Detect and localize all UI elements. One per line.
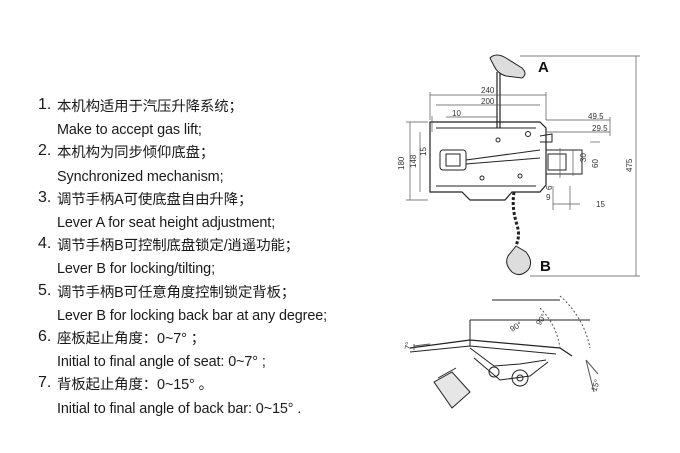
- spec-number: 6.: [38, 328, 52, 346]
- spec-text-english: Make to accept gas lift;: [57, 122, 202, 139]
- spec-item-5: 5. 调节手柄B可任意角度控制锁定背板； Lever B for locking…: [38, 282, 398, 328]
- spec-item-1: 1. 本机构适用于汽压升降系统； Make to accept gas lift…: [38, 96, 398, 142]
- lever-a-label: A: [538, 59, 549, 76]
- angle-seat-7: 7°: [403, 341, 413, 350]
- angle-90-outer: 90°: [534, 312, 548, 327]
- spec-number: 5.: [38, 281, 52, 299]
- angle-90-inner: 90°: [509, 320, 524, 334]
- lever-b-label: B: [540, 258, 551, 275]
- spec-item-3: 3. 调节手柄A可使底盘自由升降； Lever A for seat heigh…: [38, 189, 398, 235]
- dim-49-5: 49.5: [588, 112, 604, 121]
- spec-list: 1. 本机构适用于汽压升降系统； Make to accept gas lift…: [38, 96, 398, 421]
- technical-drawing: A B 240 200 10 49.5 29.5 15 9 180 148 15…: [385, 40, 675, 450]
- dimension-lines: [406, 55, 640, 277]
- side-view: [409, 295, 599, 409]
- spec-number: 2.: [38, 142, 52, 160]
- spec-item-2: 2. 本机构为同步倾仰底盘； Synchronized mechanism;: [38, 142, 398, 188]
- mechanism-plate: [429, 121, 583, 201]
- dim-10: 10: [452, 109, 461, 118]
- spec-text-chinese: 调节手柄B可任意角度控制锁定背板；: [57, 284, 296, 301]
- spec-number: 4.: [38, 235, 52, 253]
- dim-240: 240: [481, 86, 495, 95]
- dim-15: 15: [419, 147, 428, 156]
- spec-item-6: 6. 座板起止角度：0~7° ； Initial to final angle …: [38, 328, 398, 374]
- dim-6: 6: [545, 185, 554, 190]
- spec-number: 3.: [38, 188, 52, 206]
- dim-15b: 15: [596, 200, 605, 209]
- angle-back-15: 15°: [589, 378, 602, 392]
- dim-180: 180: [397, 156, 406, 170]
- spec-text-english: Lever A for seat height adjustment;: [57, 215, 276, 232]
- dim-30: 30: [579, 153, 588, 162]
- spec-item-7: 7. 背板起止角度：0~15° 。 Initial to final angle…: [38, 374, 398, 420]
- dim-200: 200: [481, 97, 495, 106]
- dim-29-5: 29.5: [592, 124, 608, 133]
- spec-text-english: Initial to final angle of back bar: 0~15…: [57, 400, 302, 417]
- spec-text-chinese: 背板起止角度：0~15° 。: [57, 377, 213, 394]
- lever-a: [489, 54, 526, 128]
- spec-text-english: Lever B for locking back bar at any degr…: [57, 307, 328, 324]
- spec-text-chinese: 本机构适用于汽压升降系统；: [57, 99, 243, 115]
- dim-475: 475: [625, 158, 634, 172]
- spec-text-chinese: 调节手柄A可使底盘自由升降；: [57, 191, 253, 208]
- spec-text-english: Lever B for locking/tilting;: [57, 261, 215, 278]
- spec-text-chinese: 座板起止角度：0~7° ；: [57, 331, 205, 348]
- spec-number: 1.: [38, 96, 52, 113]
- spec-text-chinese: 调节手柄B可控制底盘锁定/逍遥功能；: [57, 238, 300, 255]
- mechanism-drawing-svg: A B 240 200 10 49.5 29.5 15 9 180 148 15…: [397, 54, 640, 409]
- spec-number: 7.: [38, 374, 52, 392]
- dim-60: 60: [591, 159, 600, 168]
- spec-text-english: Synchronized mechanism;: [57, 168, 224, 185]
- lever-b: [506, 191, 532, 276]
- spec-text-english: Initial to final angle of seat: 0~7° ;: [57, 354, 266, 371]
- spec-text-chinese: 本机构为同步倾仰底盘；: [57, 145, 215, 162]
- dim-9: 9: [546, 193, 551, 202]
- dim-148: 148: [409, 154, 418, 168]
- spec-item-4: 4. 调节手柄B可控制底盘锁定/逍遥功能； Lever B for lockin…: [38, 235, 398, 281]
